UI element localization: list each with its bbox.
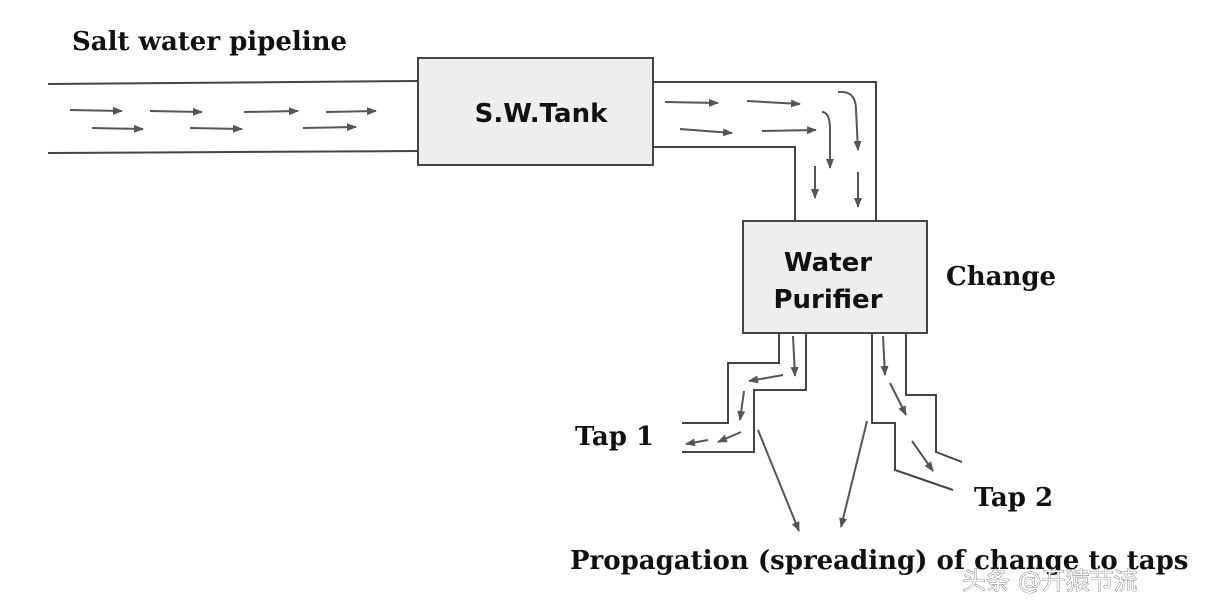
flow-arrow — [679, 128, 733, 137]
pipeline-label: Salt water pipeline — [72, 27, 347, 57]
flow-arrow — [91, 124, 144, 133]
flow-arrow — [837, 90, 862, 151]
flow-arrow — [302, 123, 357, 132]
flow-arrow — [790, 335, 799, 377]
tap2-pipe — [871, 333, 963, 491]
flow-arrow — [685, 438, 709, 447]
purifier-label-line1: Water — [784, 248, 872, 278]
flow-arrow — [664, 98, 719, 107]
tap1-label: Tap 1 — [575, 422, 654, 452]
flow-arrow — [737, 390, 746, 421]
flow-arrow — [325, 107, 377, 116]
flow-arrow — [243, 107, 299, 116]
tank-label: S.W.Tank — [475, 99, 608, 129]
tap2-flow-arrows — [880, 335, 934, 472]
flow-arrow — [717, 431, 742, 443]
change-label: Change — [946, 262, 1056, 292]
purifier-label-line2: Purifier — [773, 285, 882, 315]
propagation-arrow — [839, 420, 868, 528]
tap1-flow-arrows — [685, 335, 799, 447]
flow-arrow — [911, 440, 934, 472]
tank-to-purifier-pipe — [653, 81, 877, 221]
tap1-pipe — [682, 333, 807, 453]
salt-water-tank — [417, 57, 654, 166]
propagation-arrow — [757, 429, 800, 532]
watermark: 头条 @开猿节流 — [962, 567, 1138, 595]
flow-arrow — [746, 99, 801, 108]
salt-water-pipeline — [47, 80, 419, 154]
pipeline-flow-arrows — [69, 106, 377, 133]
propagation-label: Propagation (spreading) of change to tap… — [570, 546, 1188, 576]
tap2-label: Tap 2 — [974, 483, 1053, 513]
flow-arrow — [880, 335, 889, 376]
flow-arrow — [149, 107, 203, 116]
flow-arrow — [189, 124, 243, 133]
flow-arrow — [889, 382, 907, 416]
flow-arrow — [821, 111, 834, 169]
flow-arrow — [748, 374, 784, 384]
propagation-arrows — [757, 420, 868, 532]
water-purifier — [742, 220, 928, 334]
flow-arrow — [761, 126, 817, 135]
flow-arrow — [69, 106, 123, 115]
tank-flow-arrows — [664, 90, 862, 208]
